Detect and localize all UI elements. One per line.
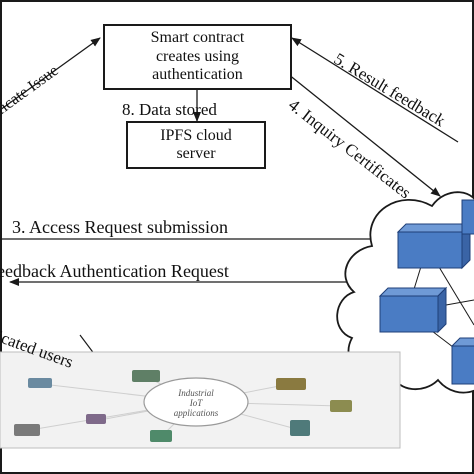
robot-icon [150,430,172,442]
vehicle-icon [28,378,52,388]
access-request-label: 3. Access Request submission [12,217,228,237]
healthcare-icon [86,414,106,424]
smart-contract-label: Smart contract creates using authenticat… [150,29,245,84]
feedback-auth-label: eedback Authentication Request [0,261,229,281]
data-stored-label: 8. Data stored [122,100,217,119]
smart-city-icon [14,424,40,436]
result-feedback-arrow [291,37,459,143]
grid-icon [330,400,352,412]
blockchain-node [450,337,474,385]
iiot-center-label: Industrial [177,388,214,398]
svg-text:applications: applications [174,408,219,418]
smart-contract-box: Smart contract creates using authenticat… [103,24,292,90]
certificate-issue-arrow [0,37,101,111]
blockchain-node [378,286,448,334]
inquiry-certificates-arrow [287,73,441,197]
blockchain-node [461,199,474,235]
ipfs-server-box: IPFS cloud server [126,121,266,169]
power-plant-icon [276,378,306,390]
factory-icon [132,370,160,382]
ipfs-server-label: IPFS cloud server [160,126,232,162]
svg-text:IoT: IoT [189,398,203,408]
iiot-illustration: Industrial IoT applications [0,351,401,449]
sensor-icon [290,420,310,436]
